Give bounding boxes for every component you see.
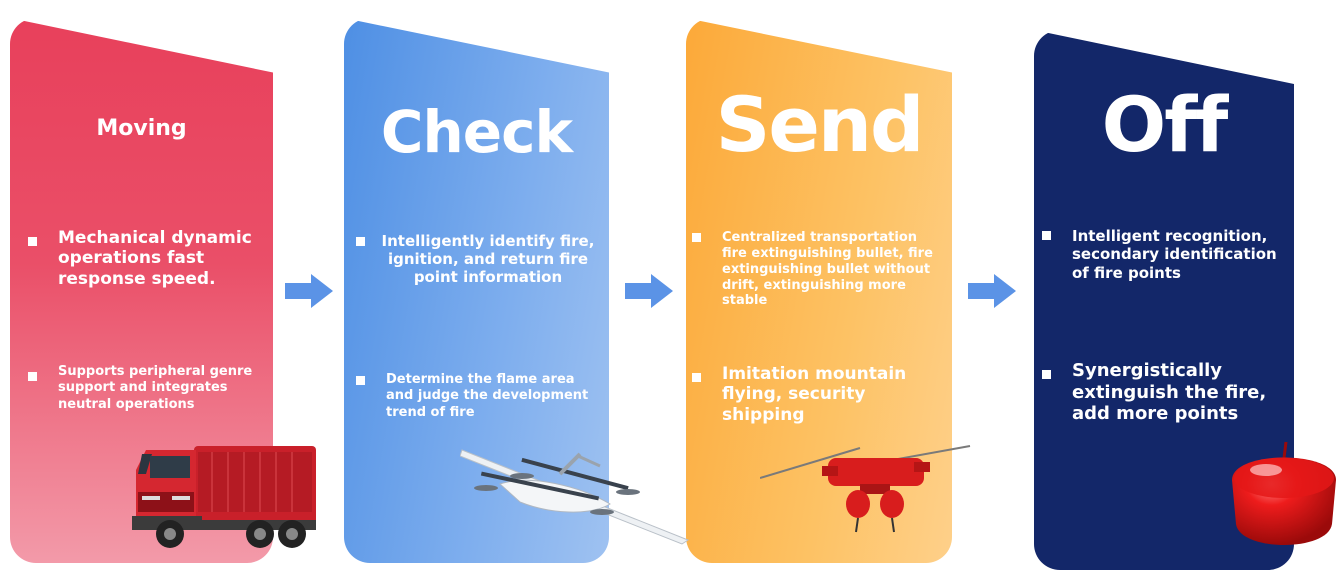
step-title: Check (380, 98, 573, 166)
bullet-square-icon (356, 237, 365, 246)
extinguisher-ball-icon (1232, 441, 1336, 545)
bullet-square-icon (28, 237, 37, 246)
bullet-square-icon (692, 373, 701, 382)
step-bullet: Centralized transportation fire extingui… (692, 230, 942, 309)
step-bullet: Intelligently identify fire, ignition, a… (356, 232, 606, 286)
bullet-square-icon (692, 233, 701, 242)
bullet-square-icon (356, 376, 365, 385)
step-bullet: Determine the flame area and judge the d… (356, 372, 606, 421)
step-title: Off (1101, 80, 1229, 169)
step-title: Moving (96, 116, 187, 141)
fire-truck-icon (132, 446, 316, 548)
bullet-square-icon (1042, 231, 1051, 240)
step-bullet: Imitation mountain flying, security ship… (692, 364, 942, 425)
right-arrow-icon (968, 274, 1016, 308)
right-arrow-icon (285, 274, 333, 308)
hexacopter-drone-icon (760, 445, 971, 533)
vtol-drone-icon (460, 449, 690, 545)
right-arrow-icon (625, 274, 673, 308)
step-title: Send (715, 80, 925, 169)
bullet-square-icon (28, 372, 37, 381)
step-bullet: Intelligent recognition, secondary ident… (1042, 227, 1292, 282)
step-bullet: Synergistically extinguish the fire, add… (1042, 360, 1292, 425)
bullet-square-icon (1042, 370, 1051, 379)
step-card-send: Send Centralized transportation fire ext… (686, 18, 952, 563)
step-bullet: Supports peripheral genre support and in… (28, 364, 258, 413)
step-bullet: Mechanical dynamic operations fast respo… (28, 228, 273, 289)
